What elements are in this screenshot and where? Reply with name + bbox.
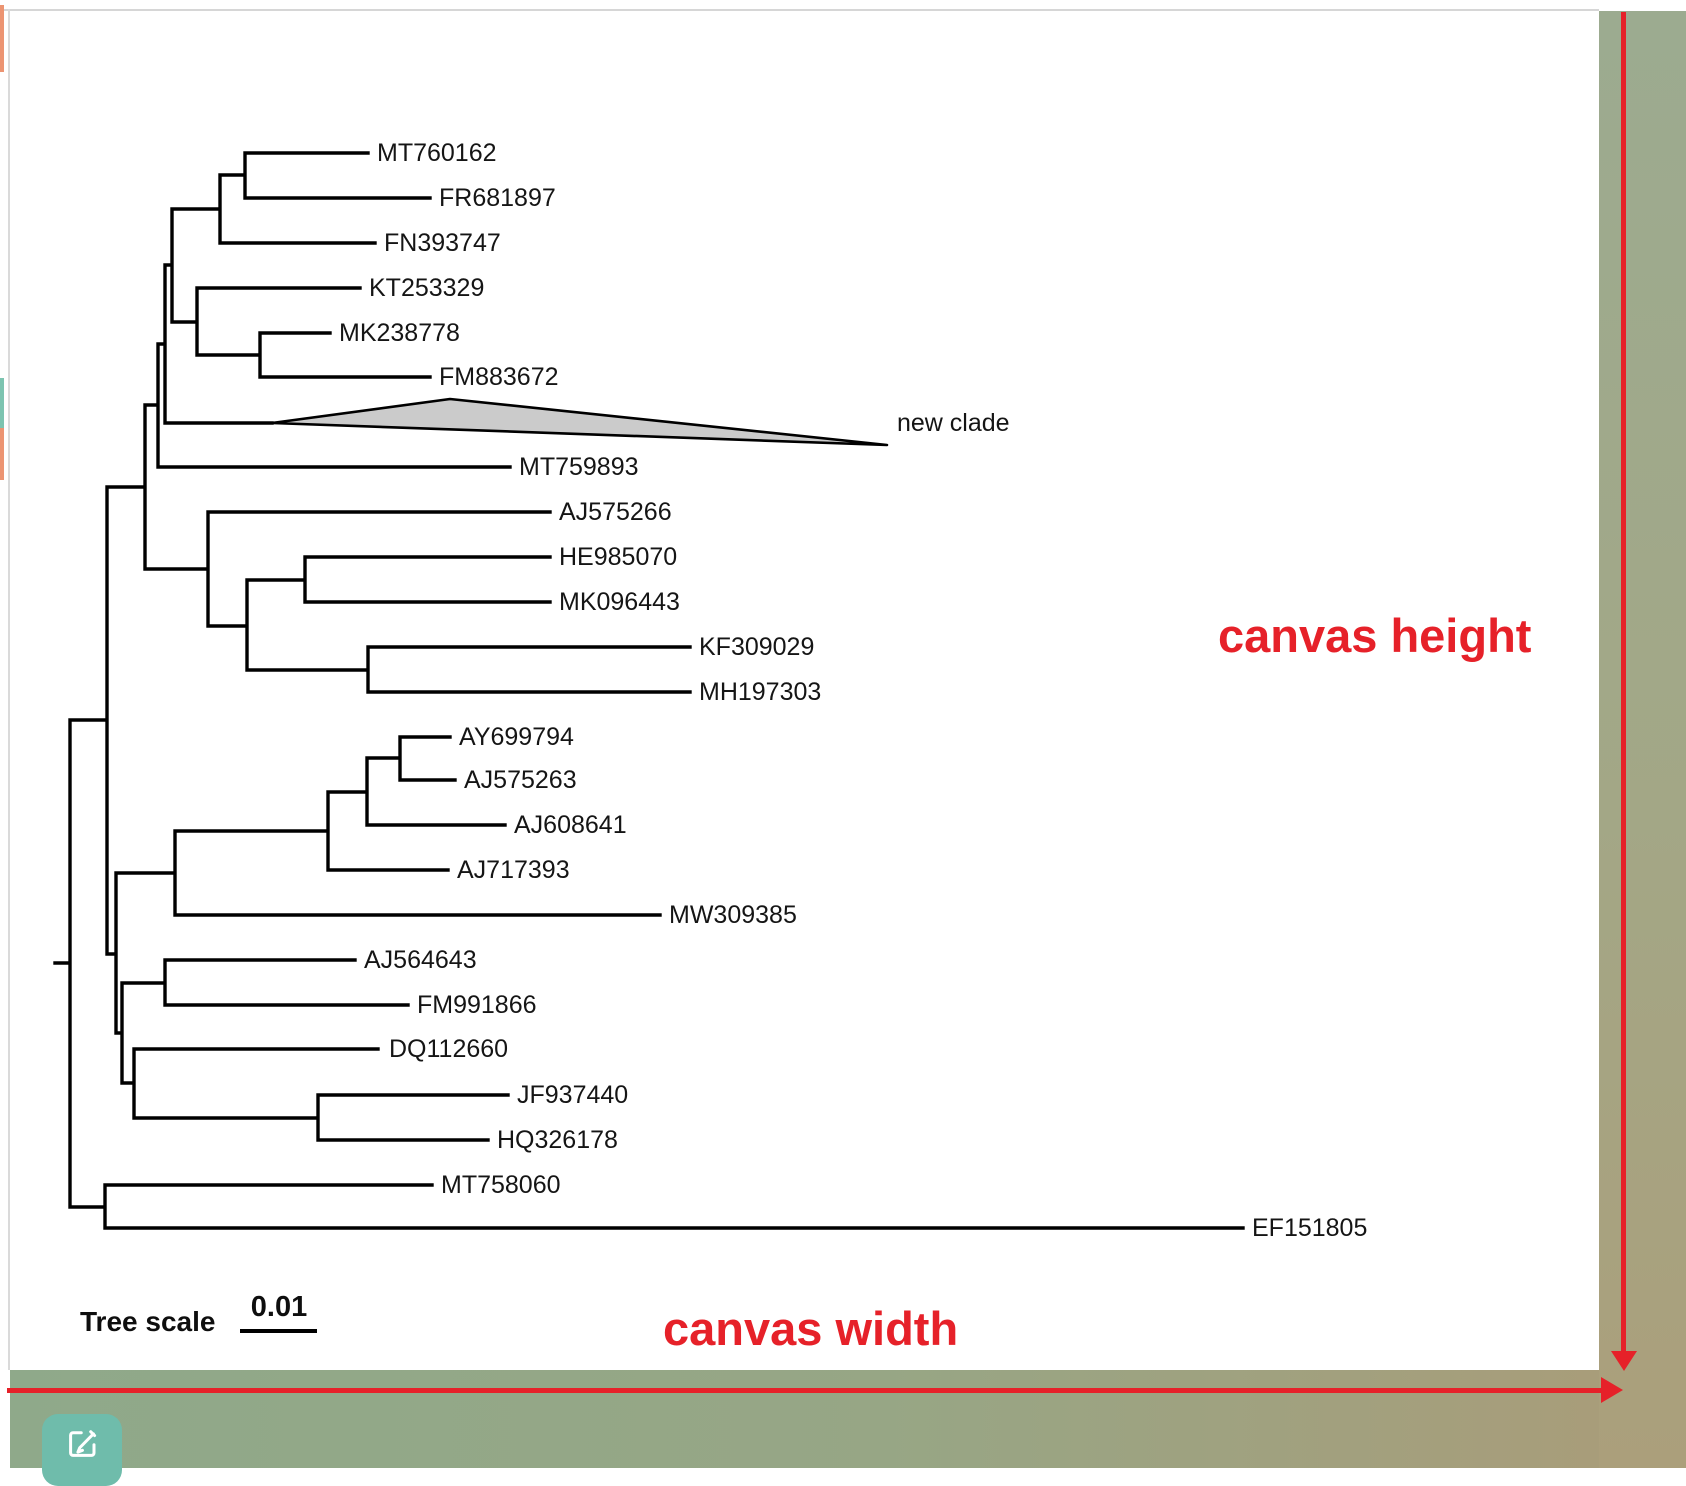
left-edge-strip — [0, 428, 4, 480]
tree-scale-value: 0.01 — [250, 1291, 308, 1323]
leaf-label[interactable]: MH197303 — [699, 678, 821, 706]
leaf-label[interactable]: HQ326178 — [497, 1126, 618, 1154]
canvas-width-annotation: canvas width — [663, 1302, 959, 1355]
compose-icon — [69, 1430, 97, 1457]
leaf-label[interactable]: MW309385 — [669, 901, 797, 929]
leaf-label[interactable]: EF151805 — [1252, 1214, 1367, 1242]
canvas-width-arrow-line — [7, 1388, 1602, 1393]
leaf-label[interactable]: KT253329 — [369, 274, 484, 302]
leaf-label[interactable]: KF309029 — [699, 633, 814, 661]
canvas-left-border — [8, 9, 10, 1370]
background-bottom-band — [10, 1370, 1599, 1468]
leaf-label[interactable]: MT759893 — [519, 453, 639, 481]
leaf-label[interactable]: AJ575263 — [464, 766, 577, 794]
collapsed-clade-triangle[interactable] — [270, 397, 889, 447]
leaf-label[interactable]: FM883672 — [439, 363, 559, 391]
leaf-label[interactable]: FR681897 — [439, 184, 556, 212]
leaf-label[interactable]: MK238778 — [339, 319, 460, 347]
canvas-height-arrowhead-icon — [1611, 1351, 1637, 1371]
leaf-label[interactable]: JF937440 — [517, 1081, 628, 1109]
tree-scale-label: Tree scale — [80, 1306, 216, 1337]
leaf-label[interactable]: AJ717393 — [457, 856, 570, 884]
leaf-label[interactable]: DQ112660 — [389, 1035, 508, 1063]
leaf-label[interactable]: MT758060 — [441, 1171, 561, 1199]
canvas-width-arrowhead-icon — [1601, 1377, 1623, 1403]
leaf-label[interactable]: FM991866 — [417, 991, 537, 1019]
leaf-label[interactable]: HE985070 — [559, 543, 677, 571]
leaf-label[interactable]: MT760162 — [377, 139, 497, 167]
background-right-panel — [1599, 11, 1686, 1468]
leaf-label[interactable]: AJ575266 — [559, 498, 672, 526]
leaf-label[interactable]: MK096443 — [559, 588, 680, 616]
canvas-height-arrow-line — [1621, 12, 1626, 1353]
canvas-height-annotation: canvas height — [1218, 609, 1532, 662]
collapsed-clade-label[interactable]: new clade — [897, 409, 1010, 437]
left-edge-strip — [0, 5, 4, 72]
leaf-label[interactable]: FN393747 — [384, 229, 501, 257]
tree-scale-bar — [240, 1329, 317, 1333]
left-edge-strip — [0, 378, 4, 428]
leaf-label[interactable]: AJ608641 — [514, 811, 627, 839]
leaf-label[interactable]: AJ564643 — [364, 946, 477, 974]
tree-branches[interactable] — [53, 151, 1245, 1230]
canvas-top-border — [0, 9, 1599, 11]
compose-button[interactable] — [42, 1414, 122, 1486]
leaf-label[interactable]: AY699794 — [459, 723, 574, 751]
